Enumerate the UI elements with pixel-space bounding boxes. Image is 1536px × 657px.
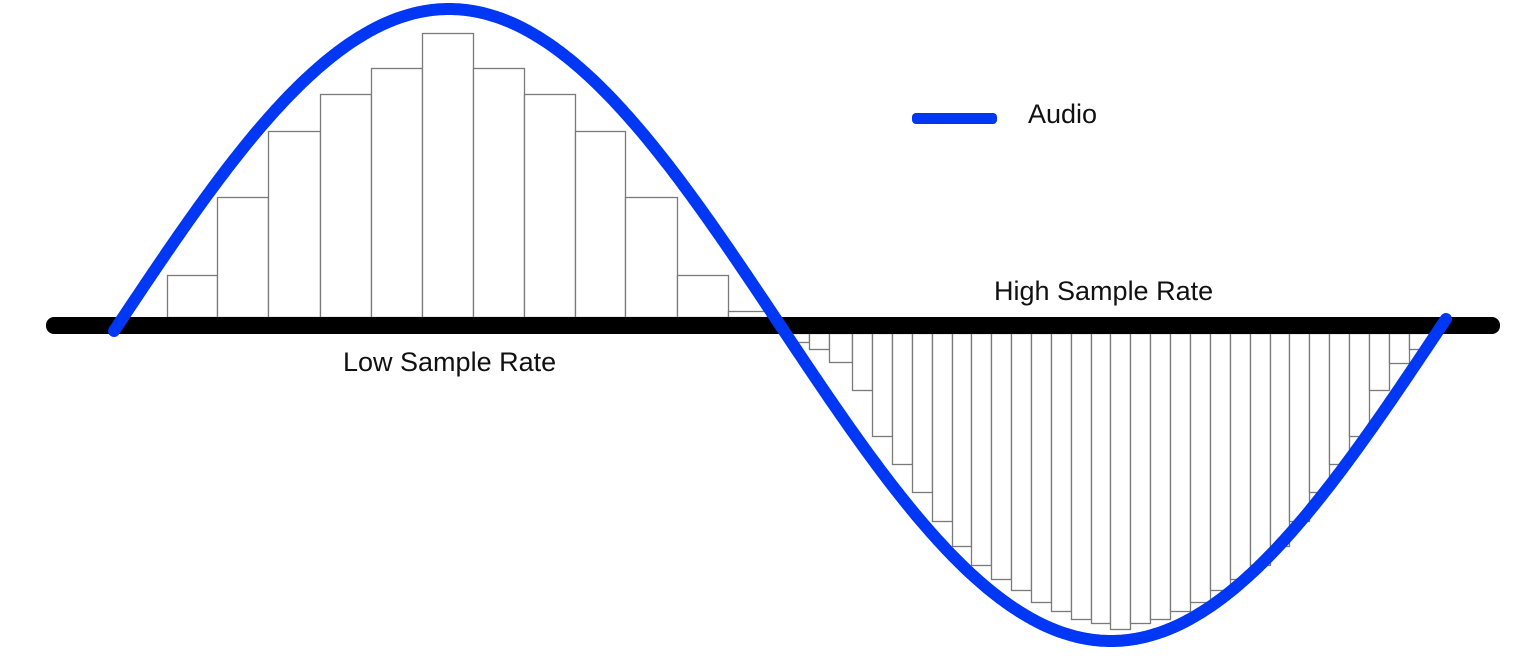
- low-rate-sample-bar: [216, 196, 270, 319]
- low-rate-sample-bar: [166, 274, 219, 319]
- legend-audio-label: Audio: [1028, 99, 1098, 129]
- low-rate-sample-bar: [472, 67, 526, 319]
- high-rate-sample-bar: [1129, 332, 1152, 625]
- high-rate-sample-bar: [970, 332, 993, 567]
- high-rate-sample-bar: [851, 332, 874, 392]
- high-rate-sample-bar: [951, 332, 973, 548]
- high-rate-sample-bar: [1308, 332, 1331, 494]
- zero-axis-line: [46, 317, 1500, 334]
- high-rate-sample-bar: [1209, 332, 1232, 592]
- low-rate-sample-bar: [676, 274, 730, 319]
- high-rate-sample-bar: [1368, 332, 1391, 392]
- high-rate-sample-bar: [931, 332, 954, 523]
- low-rate-sample-bar: [727, 310, 769, 319]
- high-rate-sample-bar: [1189, 332, 1212, 604]
- high-rate-sample-bar: [1348, 332, 1371, 438]
- high-rate-sample-bar: [1249, 332, 1272, 567]
- high-rate-sample-bar: [1229, 332, 1252, 581]
- high-rate-sample-bar: [828, 332, 854, 364]
- high-rate-sample-bar: [990, 332, 1013, 581]
- high-rate-sample-bar: [1010, 332, 1033, 592]
- low-rate-sample-bar: [574, 130, 627, 319]
- low-rate-sample-bar: [624, 196, 679, 319]
- low-rate-sample-bar: [267, 130, 322, 319]
- high-rate-sample-bar: [1050, 332, 1073, 613]
- audio-waveform: [108, 3, 1452, 647]
- low-rate-sample-bar: [370, 67, 424, 319]
- high-rate-sample-bar: [891, 332, 914, 466]
- high-rate-sample-bar: [1030, 332, 1053, 604]
- legend-audio-swatch: [912, 113, 997, 124]
- high-rate-sample-bar: [1090, 332, 1112, 625]
- low-sample-rate-bars: [166, 32, 769, 319]
- high-rate-sample-bar: [1388, 332, 1411, 365]
- low-sample-rate-label: Low Sample Rate: [343, 347, 557, 377]
- high-sample-rate-label: High Sample Rate: [994, 276, 1214, 306]
- high-rate-sample-bar: [1109, 332, 1132, 631]
- high-rate-sample-bar: [808, 332, 831, 351]
- high-rate-sample-bar: [911, 332, 934, 494]
- high-rate-sample-bar: [1269, 332, 1291, 548]
- low-rate-sample-bar: [523, 93, 577, 319]
- high-rate-sample-bar: [1070, 332, 1093, 621]
- low-rate-sample-bar: [319, 93, 373, 319]
- high-rate-sample-bar: [1149, 332, 1172, 621]
- high-sample-rate-bars: [789, 332, 1431, 631]
- high-rate-sample-bar: [871, 332, 894, 438]
- high-rate-sample-bar: [1328, 332, 1351, 466]
- high-rate-sample-bar: [1288, 332, 1311, 523]
- low-rate-sample-bar: [421, 32, 475, 319]
- high-rate-sample-bar: [1169, 332, 1192, 613]
